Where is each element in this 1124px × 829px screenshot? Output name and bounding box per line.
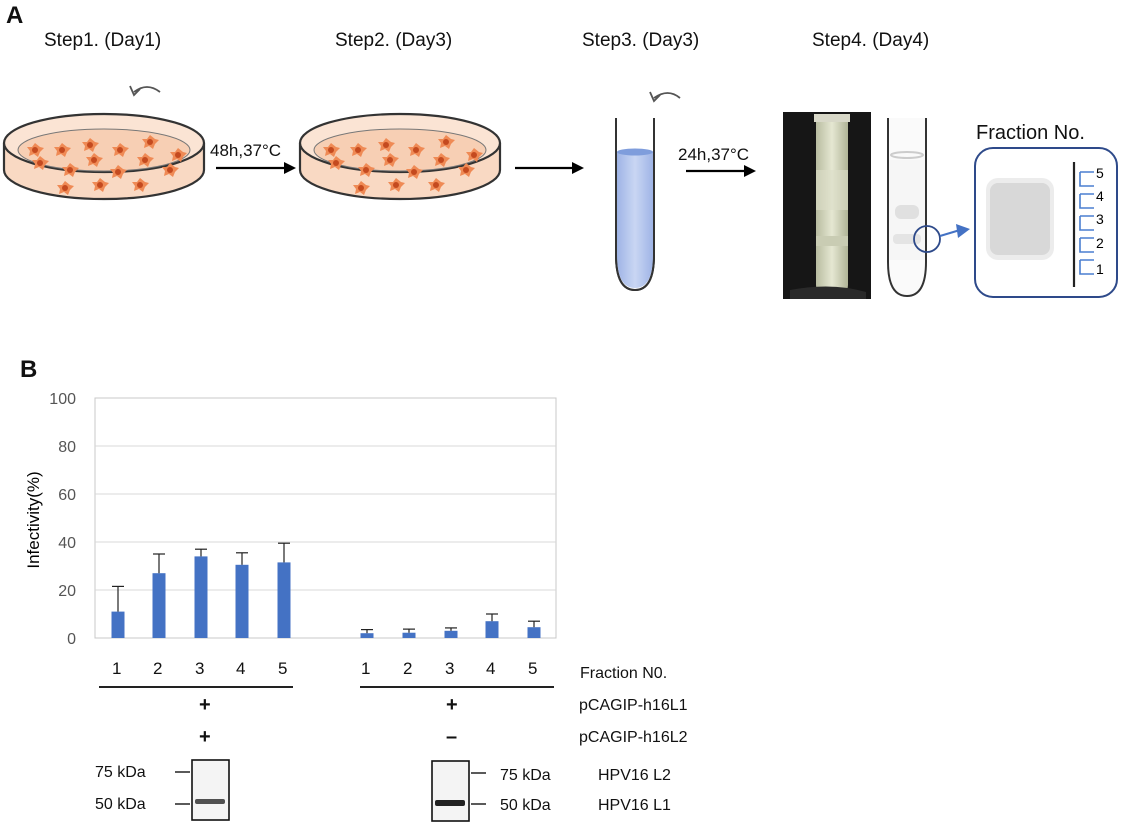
category-label: 1: [112, 659, 122, 678]
rotate-arrow-icon: [649, 91, 681, 103]
arrow-step1-to-step2: [216, 162, 296, 174]
fraction-row-label: Fraction N0.: [580, 665, 668, 682]
bar-group2-fraction-1: [360, 633, 374, 638]
category-label: 2: [403, 659, 413, 678]
infectivity-chart: 0 20 40 60 80 100 Infectivity(%): [24, 391, 557, 648]
marker-75-left: 75 kDa: [95, 764, 146, 781]
row-label-h16l1: pCAGIP-h16L1: [579, 697, 688, 714]
category-label: 3: [195, 659, 205, 678]
category-label: 4: [486, 659, 496, 678]
bar-group2-fraction-4: [485, 621, 499, 638]
band-label-l2: HPV16 L2: [598, 767, 671, 784]
rotate-arrow-icon: [129, 85, 161, 97]
category-label: 5: [278, 659, 288, 678]
plot-area: [94, 397, 557, 639]
sign-l2-group1: +: [199, 726, 211, 748]
western-blots: [175, 759, 486, 822]
sign-l1-group2: +: [446, 694, 458, 716]
fraction-title: Fraction No.: [976, 122, 1085, 144]
arrow-step3-to-step4: [686, 165, 756, 177]
category-label: 5: [528, 659, 538, 678]
bar-group1-fraction-4: [235, 564, 249, 638]
fractionated-tube: [887, 118, 927, 298]
group2-underline: [360, 686, 554, 688]
band-label-l1: HPV16 L1: [598, 797, 671, 814]
y-tick-label: 40: [58, 535, 76, 552]
gradient-tube-photo: [783, 112, 871, 299]
category-label: 3: [445, 659, 455, 678]
y-tick-label: 60: [58, 487, 76, 504]
culture-dish-1: [2, 112, 206, 201]
step3-title: Step3. (Day3): [582, 30, 700, 51]
fraction-number-2: 2: [1096, 235, 1104, 251]
marker-50-left: 50 kDa: [95, 796, 146, 813]
bar-group2-fraction-3: [444, 630, 458, 638]
bar-group2-fraction-5: [527, 627, 541, 638]
marker-50-right: 50 kDa: [500, 797, 551, 814]
fraction-callout-box: 5 4 3 2 1: [974, 147, 1118, 298]
fraction-number-4: 4: [1096, 188, 1104, 204]
y-tick-label: 80: [58, 439, 76, 456]
panel-a-letter: A: [6, 2, 24, 29]
sign-l1-group1: +: [199, 694, 211, 716]
y-tick-label: 0: [67, 631, 76, 648]
sign-l2-group2: –: [446, 726, 458, 748]
fraction-number-1: 1: [1096, 261, 1104, 277]
group1-underline: [99, 686, 293, 688]
arrow-label-24h: 24h,37°C: [678, 145, 750, 164]
magnify-circle: [913, 224, 970, 253]
category-label: 1: [361, 659, 371, 678]
bar-group1-fraction-1: [111, 611, 125, 638]
y-tick-label: 20: [58, 583, 76, 600]
step2-title: Step2. (Day3): [335, 30, 453, 51]
step1-title: Step1. (Day1): [44, 30, 162, 51]
blot-left: [175, 759, 230, 821]
culture-dish-2: [298, 112, 502, 201]
gridlines: [95, 445, 556, 591]
marker-75-right: 75 kDa: [500, 767, 551, 784]
bar-group1-fraction-5: [277, 562, 291, 638]
category-label: 4: [236, 659, 246, 678]
step4-title: Step4. (Day4): [812, 30, 930, 51]
centrifuge-tube-step3: [615, 118, 655, 292]
y-axis-label: Infectivity(%): [24, 471, 43, 568]
error-bars: [112, 542, 540, 634]
panel-b-letter: B: [20, 356, 38, 383]
panel-a-illustration: 5 4 3 2 1: [2, 85, 1118, 299]
category-label: 2: [153, 659, 163, 678]
y-tick-label: 100: [49, 391, 76, 408]
fraction-number-3: 3: [1096, 211, 1104, 227]
arrow-label-48h: 48h,37°C: [210, 141, 282, 160]
row-label-h16l2: pCAGIP-h16L2: [579, 729, 688, 746]
bar-group2-fraction-2: [402, 632, 416, 638]
arrow-step2-to-step3: [515, 162, 584, 174]
bar-group1-fraction-2: [152, 573, 166, 638]
bar-group1-fraction-3: [194, 556, 208, 638]
bars: [111, 556, 541, 638]
blot-right: [431, 760, 486, 822]
y-tick-labels: 0 20 40 60 80 100: [49, 391, 76, 648]
fraction-number-5: 5: [1096, 165, 1104, 181]
